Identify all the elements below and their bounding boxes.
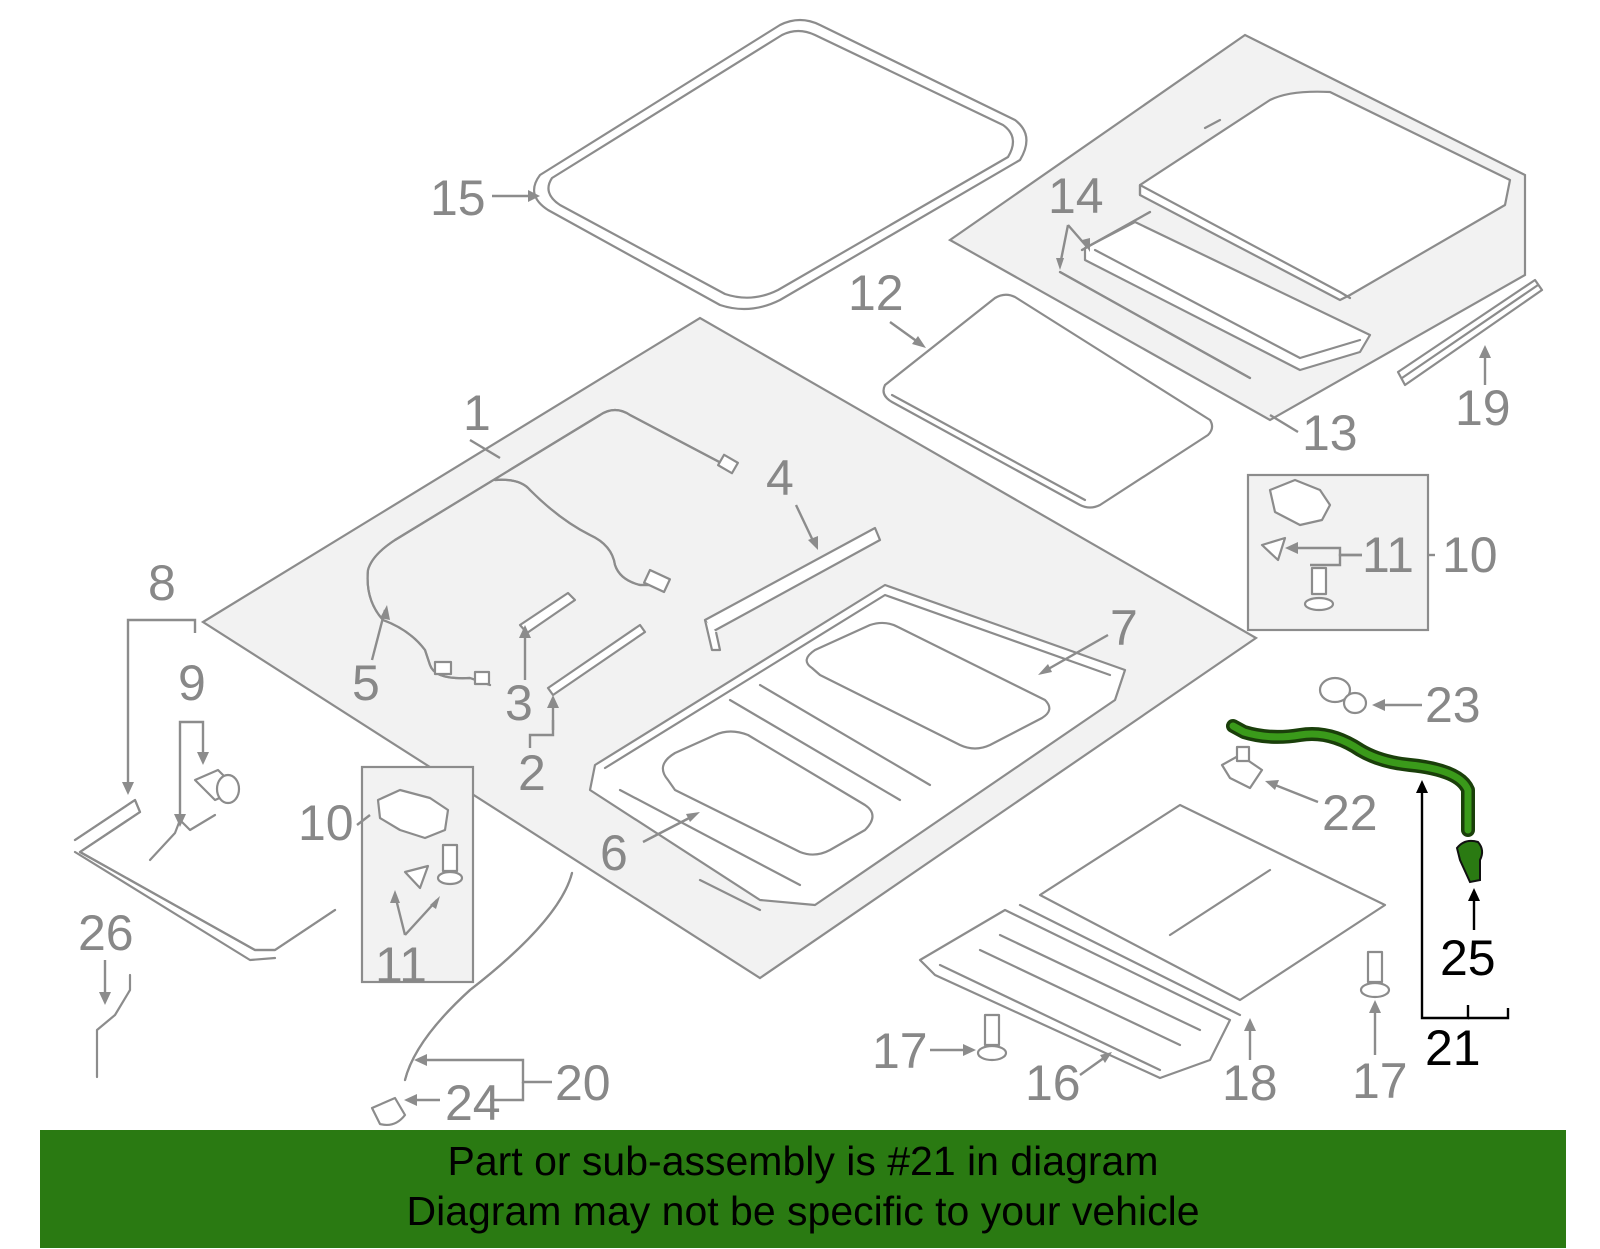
callout-5: 5 (352, 655, 380, 711)
part-13-glass-panel-assembly (947, 33, 1527, 422)
callout-25: 25 (1440, 930, 1496, 986)
part-14-seals (1058, 210, 1252, 380)
callout-2: 2 (518, 745, 546, 801)
part-6-7-sunroof-frame (588, 583, 1127, 912)
callout-11-left: 11 (375, 937, 427, 993)
part-5-harness (366, 408, 740, 687)
callout-23: 23 (1425, 677, 1481, 733)
part-25-elbow-highlight (1455, 839, 1484, 884)
part-20-drain-hose (370, 871, 574, 1127)
part-10-motor-box-left (360, 765, 475, 984)
callout-leaders (99, 190, 1510, 1106)
banner-line-2: Diagram may not be specific to your vehi… (406, 1188, 1200, 1234)
callout-24: 24 (445, 1075, 501, 1131)
callout-1: 1 (463, 385, 491, 441)
part-info-banner: Part or sub-assembly is #21 in diagram D… (40, 1130, 1566, 1248)
callout-21: 21 (1425, 1020, 1481, 1076)
callout-14: 14 (1048, 168, 1104, 224)
callout-17-right: 17 (1352, 1053, 1408, 1109)
callout-10-right: 10 (1442, 527, 1498, 583)
callout-22: 22 (1322, 785, 1378, 841)
callout-18: 18 (1222, 1055, 1278, 1111)
callout-8: 8 (148, 555, 176, 611)
part-15-glass-seal (532, 18, 1028, 311)
callout-20: 20 (555, 1055, 611, 1111)
part-4-track (703, 526, 882, 652)
callout-19: 19 (1455, 380, 1511, 436)
part-26-clip (95, 973, 132, 1079)
callout-4: 4 (766, 450, 794, 506)
callout-7: 7 (1110, 600, 1138, 656)
callout-10-left: 10 (298, 795, 354, 851)
part-9-bolt (148, 768, 241, 862)
part-21-drain-hose-highlight (1226, 719, 1475, 837)
callout-13: 13 (1302, 405, 1358, 461)
callout-15: 15 (430, 170, 486, 226)
callout-12: 12 (848, 265, 904, 321)
part-12-glass (882, 293, 1214, 509)
part-19-trim (1396, 278, 1544, 387)
part-22-bracket (1220, 745, 1264, 790)
part-17-bolts (976, 950, 1391, 1062)
callout-16: 16 (1025, 1055, 1081, 1111)
callout-6: 6 (600, 825, 628, 881)
callout-numbers: 15 1 14 12 13 19 4 5 3 2 7 6 8 9 10 11 1… (78, 168, 1511, 1131)
callout-11-right: 11 (1362, 527, 1414, 583)
part-8-drain-channel (73, 798, 337, 962)
callout-3: 3 (505, 675, 533, 731)
callout-26: 26 (78, 905, 134, 961)
frame-assembly-panel (200, 316, 1259, 980)
part-16-18-sunshade (918, 803, 1387, 1080)
callout-9: 9 (178, 655, 206, 711)
callout-17-left: 17 (872, 1023, 928, 1079)
banner-line-1: Part or sub-assembly is #21 in diagram (447, 1138, 1159, 1184)
part-23-clip (1318, 676, 1368, 715)
part-10-motor-box-right (1246, 473, 1430, 632)
